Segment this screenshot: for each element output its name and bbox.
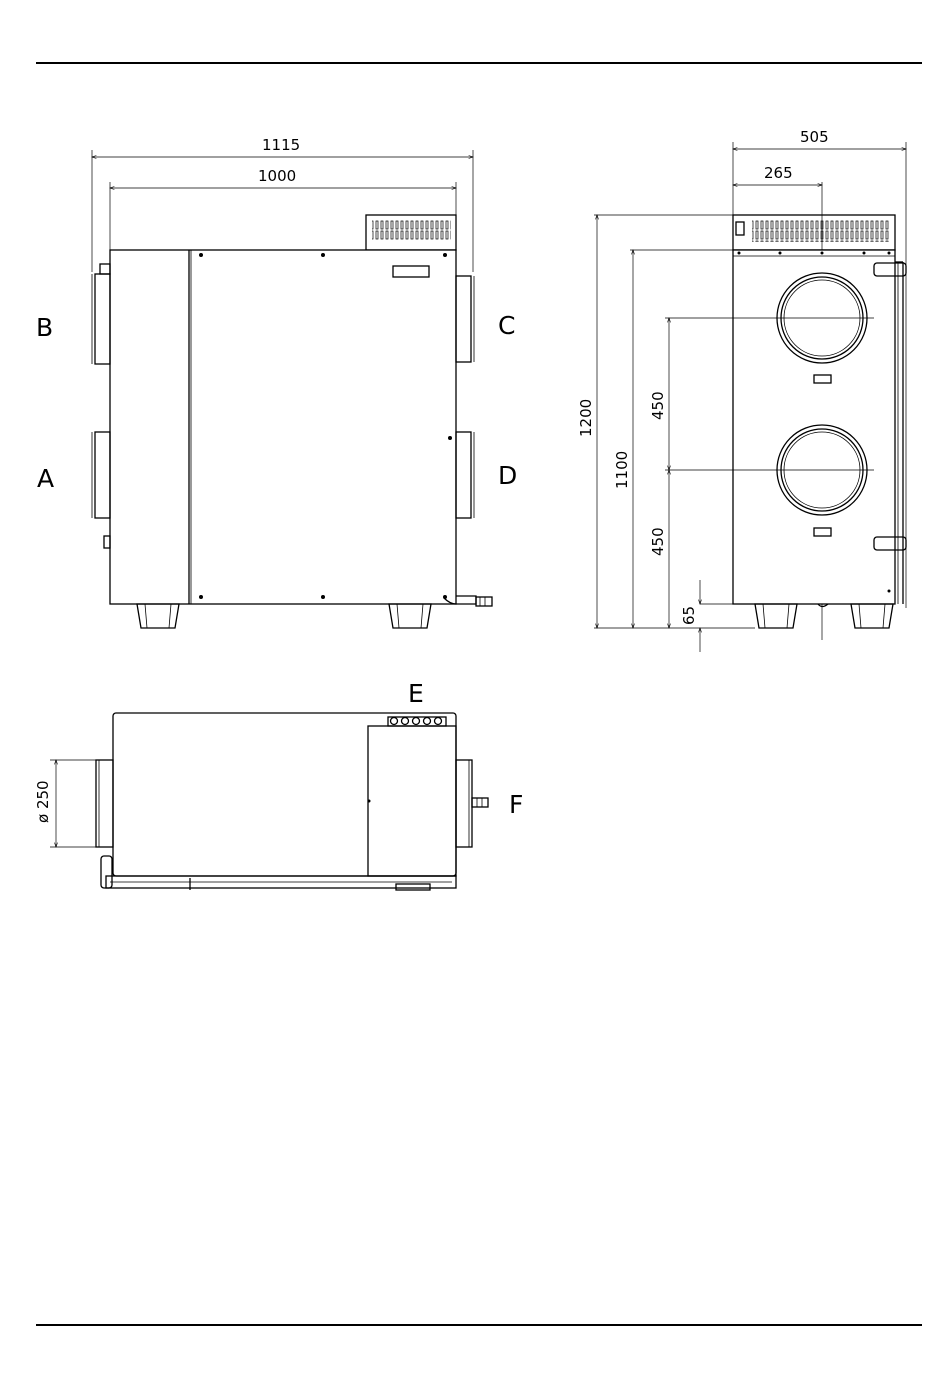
spigot-c bbox=[456, 276, 474, 362]
front-view: 1115 1000 bbox=[36, 136, 517, 628]
label-a: A bbox=[37, 464, 54, 493]
side-foot-left bbox=[755, 604, 797, 628]
dim-1115-label: 1115 bbox=[262, 136, 300, 154]
dim-1100-label: 1100 bbox=[613, 451, 631, 489]
label-f: F bbox=[509, 790, 523, 819]
label-b: B bbox=[36, 313, 53, 342]
front-foot-left bbox=[137, 604, 179, 628]
top-view: ø 250 E F bbox=[34, 679, 523, 890]
front-body bbox=[110, 250, 456, 604]
side-body bbox=[733, 250, 895, 604]
dim-1200-label: 1200 bbox=[577, 399, 595, 437]
label-c: C bbox=[498, 311, 515, 340]
dim-1000-label: 1000 bbox=[258, 167, 296, 185]
dim-265-label: 265 bbox=[764, 164, 793, 182]
spigot-a bbox=[92, 432, 110, 548]
side-view: 505 265 bbox=[577, 128, 906, 652]
spigot-d bbox=[456, 432, 474, 518]
side-foot-right bbox=[851, 604, 893, 628]
label-d: D bbox=[498, 461, 517, 490]
label-e: E bbox=[408, 679, 424, 708]
dim-diameter-label: ø 250 bbox=[34, 780, 52, 823]
dim-505-label: 505 bbox=[800, 128, 829, 146]
dim-450-lower-label: 450 bbox=[649, 527, 667, 556]
dim-450-upper-label: 450 bbox=[649, 391, 667, 420]
front-foot-right bbox=[389, 604, 431, 628]
spigot-b bbox=[92, 264, 110, 364]
dim-65-label: 65 bbox=[680, 606, 698, 625]
top-body bbox=[113, 713, 456, 876]
